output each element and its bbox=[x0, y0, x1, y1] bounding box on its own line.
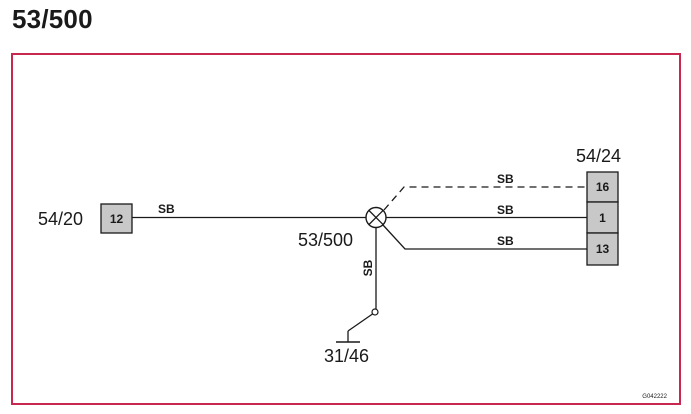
wire-to-pin-13 bbox=[382, 224, 587, 250]
wire-to-pin-16 bbox=[383, 186, 587, 211]
wire-to-pin-1-label: SB bbox=[497, 203, 514, 217]
splice-label: 53/500 bbox=[298, 230, 353, 250]
left-connector-pin: 12 bbox=[110, 212, 124, 226]
right-connector-label: 54/24 bbox=[576, 146, 621, 166]
right-connector-pin-1: 1 bbox=[599, 211, 606, 225]
wire-to-ground-label: SB bbox=[361, 259, 375, 276]
reference-code: G042222 bbox=[642, 394, 667, 400]
wire-to-pin-16-label: SB bbox=[497, 172, 514, 186]
ground-label: 31/46 bbox=[324, 346, 369, 366]
left-connector-pin-box bbox=[100, 203, 133, 234]
diagram-frame bbox=[11, 53, 681, 405]
ground-icon bbox=[336, 308, 379, 343]
page-title: 53/500 bbox=[12, 4, 93, 34]
wire-left-label: SB bbox=[158, 202, 175, 216]
right-connector-pin-13: 13 bbox=[596, 242, 610, 256]
right-connector-pin-16: 16 bbox=[596, 180, 610, 194]
right-connector-pin-box-16 bbox=[586, 171, 619, 203]
left-connector-label: 54/20 bbox=[38, 209, 83, 229]
splice-icon bbox=[365, 206, 387, 229]
wire-to-pin-13-label: SB bbox=[497, 234, 514, 248]
right-connector-pin-box-13 bbox=[586, 232, 619, 266]
